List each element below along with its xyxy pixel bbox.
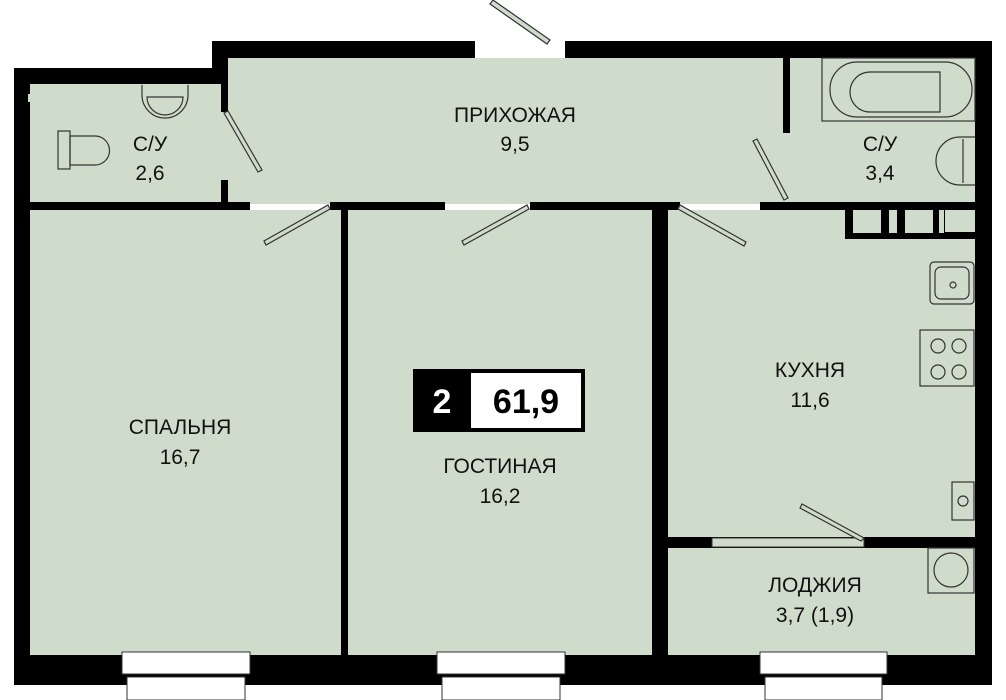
- door-bath2[interactable]: [752, 138, 789, 201]
- door-entrance[interactable]: [489, 0, 551, 45]
- room-kitchen[interactable]: [668, 210, 975, 538]
- door-loggia[interactable]: [711, 537, 865, 548]
- sink-icon-2: [935, 136, 975, 186]
- room-hallway[interactable]: [228, 58, 975, 204]
- loggia-name: ЛОДЖИЯ: [768, 574, 862, 597]
- door-bath1[interactable]: [223, 110, 263, 173]
- washing-machine-icon: [927, 547, 975, 594]
- loggia-area: 3,7 (1,9): [776, 604, 854, 627]
- bath2-name: С/У: [863, 133, 898, 156]
- apartment-badge: 2 61,9: [413, 369, 585, 432]
- bath1-area: 2,6: [135, 162, 164, 185]
- door-bedroom[interactable]: [263, 204, 331, 246]
- windows: [121, 651, 888, 700]
- bath1-name: С/У: [133, 133, 168, 156]
- hallway-area: 9,5: [500, 133, 529, 156]
- bedroom-name: СПАЛЬНЯ: [129, 416, 232, 439]
- kitchen-name: КУХНЯ: [775, 359, 845, 382]
- door-living[interactable]: [461, 204, 530, 246]
- room-bath1[interactable]: [30, 84, 228, 204]
- window-bedroom: [121, 651, 251, 675]
- kitchen-sink-icon: [929, 261, 975, 305]
- window-loggia: [759, 651, 888, 675]
- kitchen-area: 11,6: [790, 389, 829, 412]
- door-kitchen[interactable]: [677, 204, 747, 247]
- window-living: [436, 651, 566, 675]
- stove-icon: [919, 329, 975, 387]
- living-area: 16,2: [480, 485, 521, 508]
- bath2-area: 3,4: [865, 162, 895, 185]
- sink-icon: [141, 85, 189, 119]
- boiler-icon: [951, 481, 975, 521]
- total-area: 61,9: [493, 383, 559, 421]
- hallway-name: ПРИХОЖАЯ: [454, 104, 576, 127]
- living-name: ГОСТИНАЯ: [443, 455, 556, 478]
- fixtures: [57, 57, 976, 594]
- room-fills: [30, 58, 975, 655]
- bathtub-icon: [821, 57, 976, 122]
- room-living[interactable]: [348, 210, 654, 655]
- room-loggia[interactable]: [668, 548, 975, 655]
- rooms-count: 2: [433, 383, 452, 421]
- room-bedroom[interactable]: [30, 210, 342, 655]
- bedroom-area: 16,7: [160, 446, 201, 469]
- doors: [223, 0, 865, 548]
